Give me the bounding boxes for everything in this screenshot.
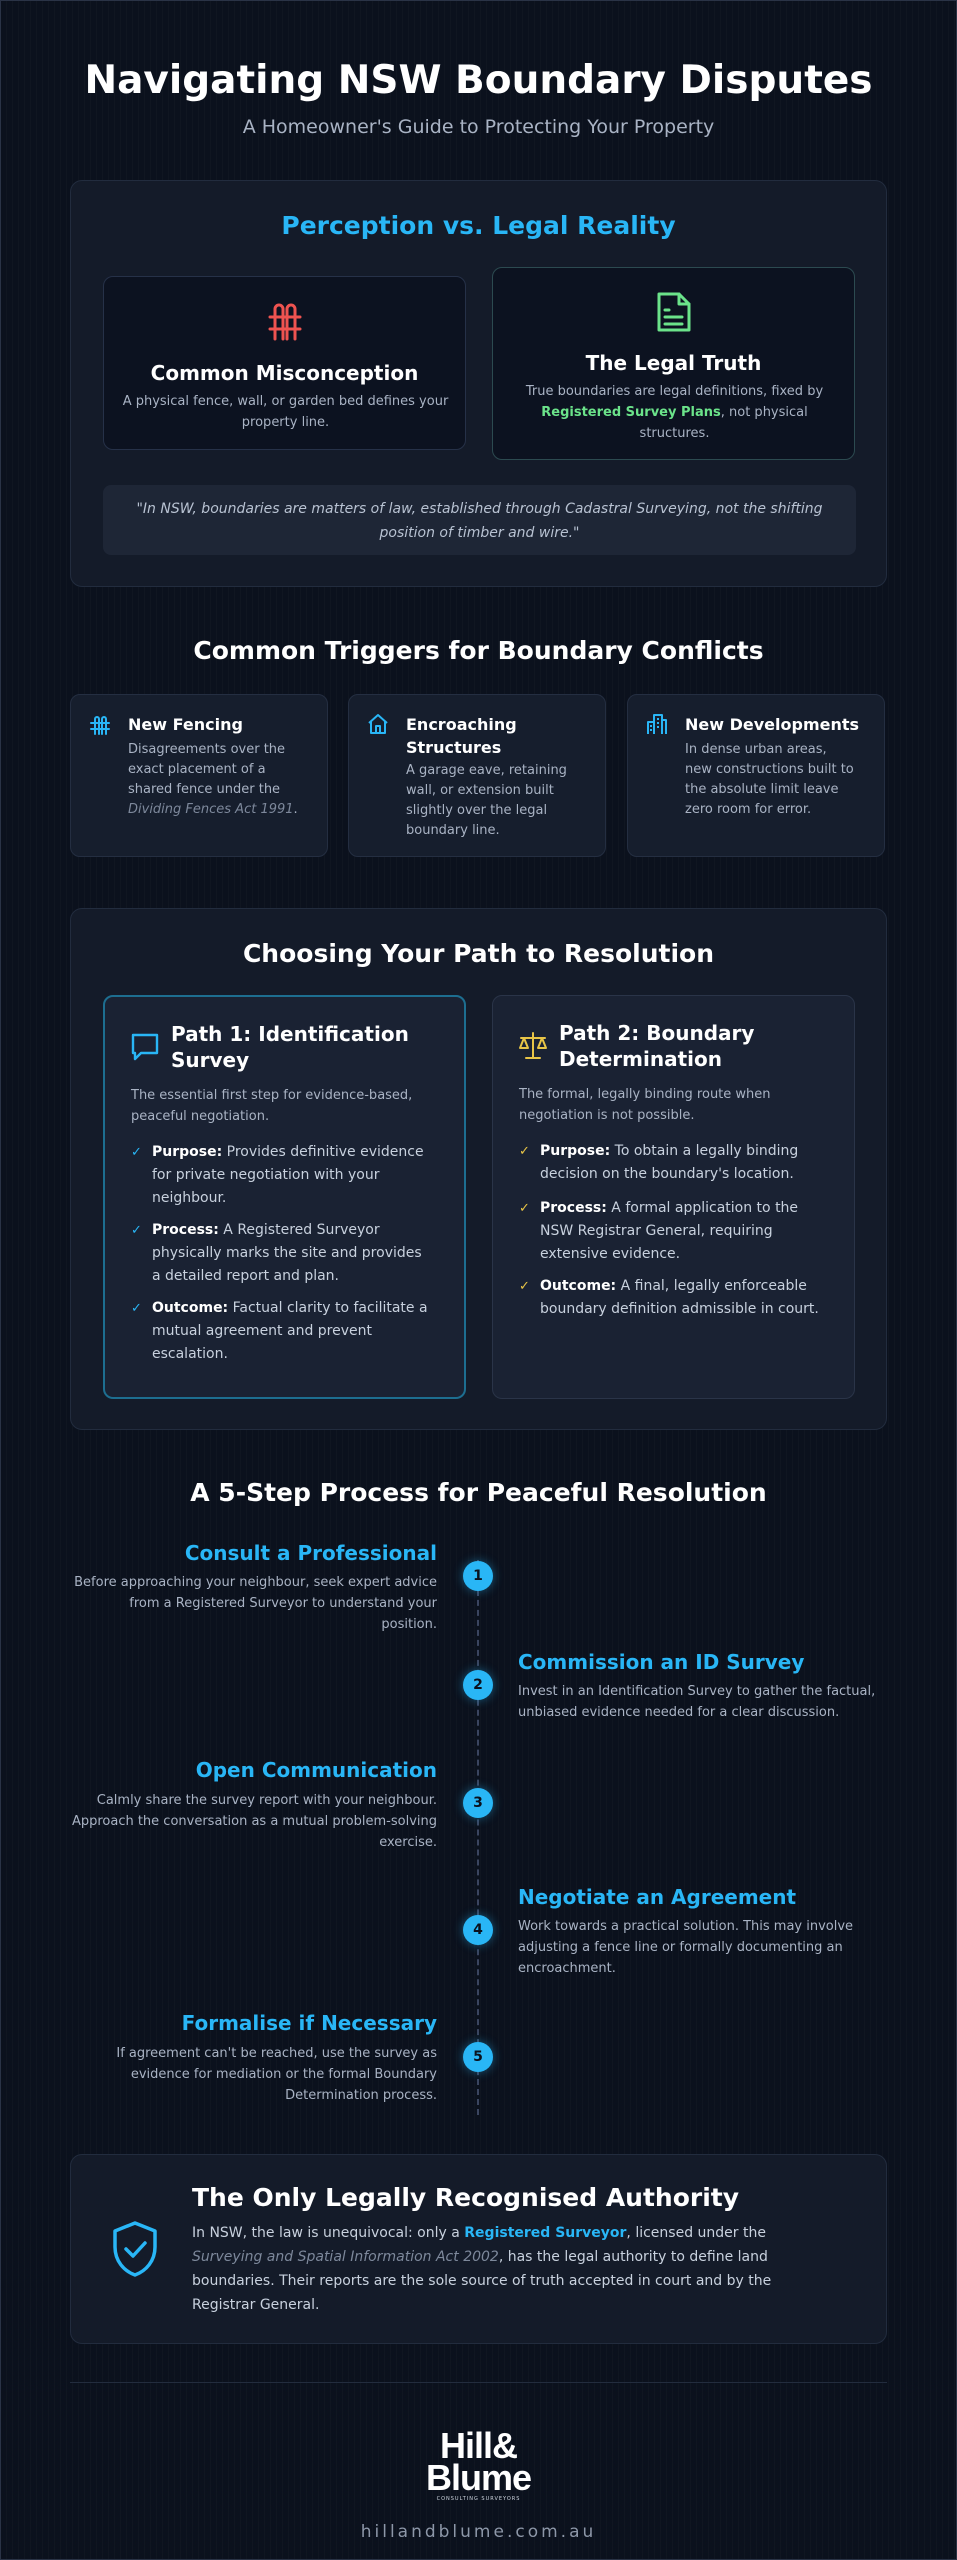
check-icon: ✓ [131,1145,142,1160]
path2-item: ✓ Outcome: A final, legally enforceable … [519,1275,819,1321]
buildings-icon [647,714,667,734]
step-1-marker: 1 [463,1561,493,1591]
path1-intro: The essential first step for evidence-ba… [131,1088,413,1124]
logo-tagline: CONSULTING SURVEYORS [436,2496,521,2502]
step-3-marker: 3 [463,1788,493,1818]
perception-section: Perception vs. Legal Reality Common Misc… [70,180,887,587]
shield-check-icon [113,2221,157,2277]
survey-plans-highlight: Registered Survey Plans [541,405,721,420]
trigger-title: Encroaching Structures [406,715,517,757]
trigger-title: New Fencing [128,715,243,734]
path1-item: ✓ Outcome: Factual clarity to facilitate… [131,1297,431,1366]
trigger-card-developments: New Developments In dense urban areas, n… [627,694,885,857]
page-subtitle: A Homeowner's Guide to Protecting Your P… [242,116,715,138]
authority-section: The Only Legally Recognised Authority In… [70,2154,887,2344]
chat-bubble-icon [131,1033,159,1061]
document-icon [657,292,691,332]
steps-heading: A 5-Step Process for Peaceful Resolution [190,1478,767,1507]
step-2-title: Commission an ID Survey [518,1650,805,1674]
misconception-title: Common Misconception [150,361,419,385]
house-icon [368,714,388,734]
paths-section: Choosing Your Path to Resolution Path 1:… [70,908,887,1430]
paths-heading: Choosing Your Path to Resolution [242,939,715,968]
path1-card: Path 1: Identification Survey The essent… [103,995,466,1399]
triggers-heading: Common Triggers for Boundary Conflicts [193,636,764,665]
step-3-text: Calmly share the survey report with your… [71,1793,437,1850]
misconception-text: A physical fence, wall, or garden bed de… [122,394,449,430]
step-2-text: Invest in an Identification Survey to ga… [518,1684,876,1720]
check-icon: ✓ [519,1201,530,1216]
trigger-text: In dense urban areas, new constructions … [685,742,854,817]
trigger-card-encroaching: Encroaching Structures A garage eave, re… [348,694,606,857]
step-5-title: Formalise if Necessary [181,2011,437,2035]
footer-divider [70,2382,887,2383]
trigger-card-fencing: New Fencing Disagreements over the exact… [70,694,328,857]
trigger-text: Disagreements over the exact placement o… [128,742,298,817]
trigger-title: New Developments [685,715,860,734]
logo-line-2: Blume [425,2457,532,2498]
step-5-marker: 5 [463,2042,493,2072]
fence-icon [268,303,302,341]
path2-title: Path 2: Boundary Determination [559,1021,755,1071]
perception-heading: Perception vs. Legal Reality [281,211,676,240]
dividing-fences-act: Dividing Fences Act 1991 [128,802,294,817]
registered-surveyor-highlight: Registered Surveyor [464,2225,627,2241]
surveying-act: Surveying and Spatial Information Act 20… [192,2249,499,2265]
path1-item: ✓ Process: A Registered Surveyor physica… [131,1219,431,1288]
path2-item: ✓ Purpose: To obtain a legally binding d… [519,1140,819,1186]
step-4-text: Work towards a practical solution. This … [518,1919,854,1976]
step-4-title: Negotiate an Agreement [518,1885,797,1909]
path2-card: Path 2: Boundary Determination The forma… [492,995,855,1399]
step-2-marker: 2 [463,1670,493,1700]
timeline-line [477,1560,479,2115]
scales-icon [519,1032,547,1059]
check-icon: ✓ [131,1301,142,1316]
step-3-title: Open Communication [195,1758,437,1782]
step-1-title: Consult a Professional [184,1541,437,1565]
truth-card: The Legal Truth True boundaries are lega… [492,267,855,460]
logo-line-1: Hill& [439,2425,518,2466]
truth-text: True boundaries are legal definitions, f… [525,384,824,441]
path2-item: ✓ Process: A formal application to the N… [519,1197,819,1266]
authority-text: In NSW, the law is unequivocal: only a R… [192,2225,772,2313]
step-1-text: Before approaching your neighbour, seek … [74,1575,437,1632]
step-5-text: If agreement can't be reached, use the s… [116,2046,437,2103]
check-icon: ✓ [131,1223,142,1238]
fence-icon [90,716,110,735]
quote-box: "In NSW, boundaries are matters of law, … [103,485,856,555]
website-link[interactable]: hillandblume.com.au [360,2522,597,2542]
path2-intro: The formal, legally binding route when n… [519,1087,771,1123]
check-icon: ✓ [519,1279,530,1294]
check-icon: ✓ [519,1144,530,1159]
trigger-text: A garage eave, retaining wall, or extens… [406,763,567,838]
path1-title: Path 1: Identification Survey [171,1022,409,1072]
authority-title: The Only Legally Recognised Authority [192,2183,740,2212]
step-4-marker: 4 [463,1915,493,1945]
misconception-card: Common Misconception A physical fence, w… [103,276,466,450]
path1-item: ✓ Purpose: Provides definitive evidence … [131,1141,431,1210]
truth-title: The Legal Truth [585,351,762,375]
page-title: Navigating NSW Boundary Disputes [84,58,873,103]
